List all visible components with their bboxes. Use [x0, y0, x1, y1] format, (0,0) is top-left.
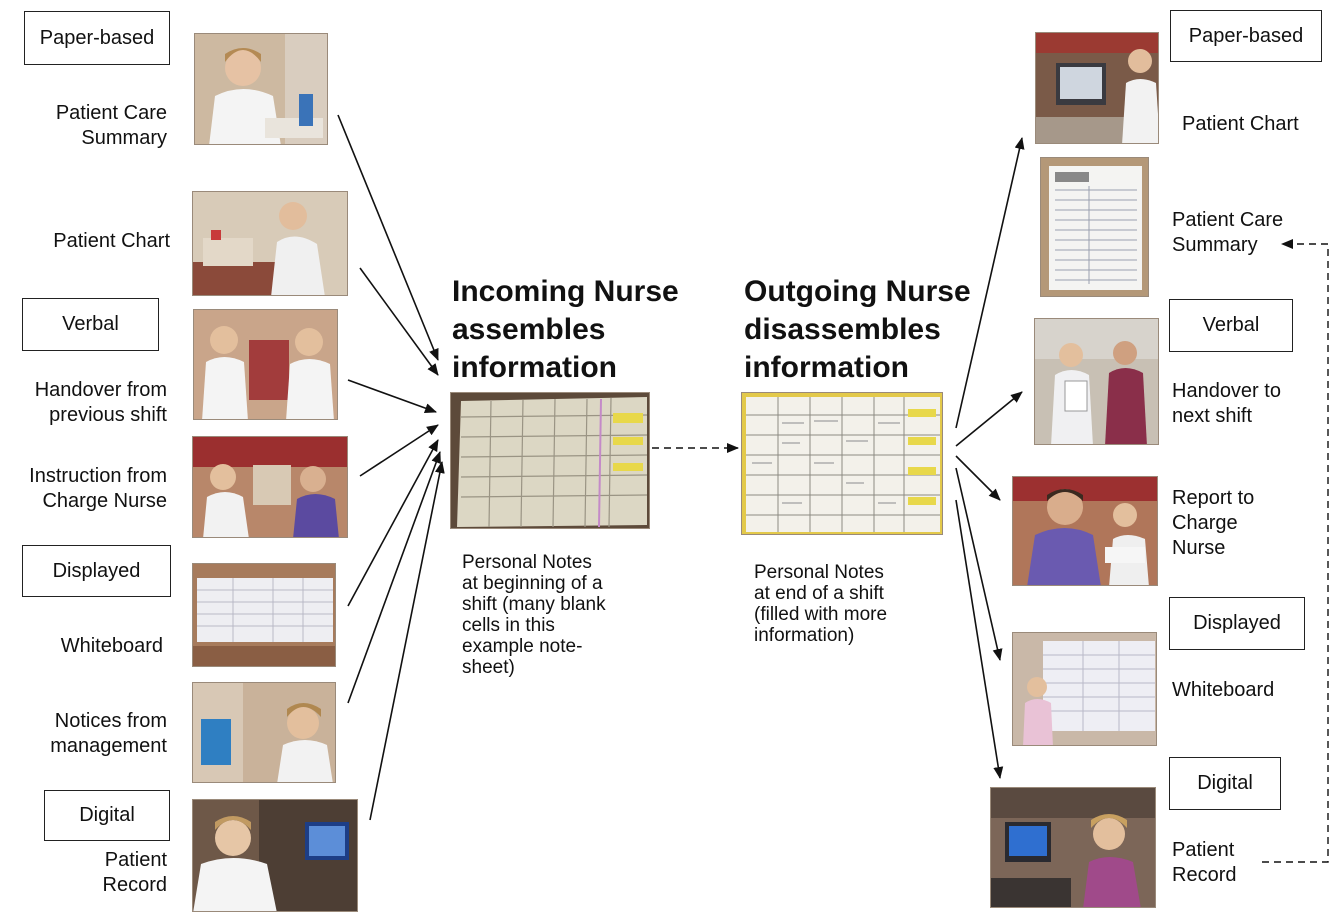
arrow-out-chart — [955, 137, 1025, 429]
photo-whiteboard-right — [1012, 632, 1157, 746]
right-category-digital: Digital — [1169, 757, 1281, 810]
left-category-displayed: Displayed — [22, 545, 171, 597]
photo-nurse-patient-chart — [192, 191, 348, 296]
photo-nurse-writing-summary — [194, 33, 328, 145]
right-category-displayed: Displayed — [1169, 597, 1305, 650]
incoming-note-sheet — [450, 392, 650, 529]
arrow-notices-in — [347, 451, 441, 704]
right-label-chart: Patient Chart — [1182, 113, 1299, 135]
arrow-out-handover — [955, 391, 1023, 447]
photo-care-summary-sheet — [1040, 157, 1149, 297]
arrow-instruction-in — [359, 424, 439, 477]
photo-charge-nurse-instruction — [192, 436, 348, 538]
arrow-care-summary-in — [337, 114, 439, 361]
photo-handover-next-shift — [1034, 318, 1159, 445]
left-category-digital: Digital — [44, 790, 170, 841]
arrow-record-in — [369, 461, 445, 821]
outgoing-note-caption: Personal Notes at end of a shift (filled… — [754, 562, 888, 646]
incoming-nurse-heading: Incoming Nurse assembles information — [452, 275, 679, 384]
arrow-out-record — [955, 499, 1004, 779]
left-category-paper: Paper-based — [24, 11, 170, 65]
arrow-out-whiteboard — [955, 467, 1003, 661]
right-category-verbal: Verbal — [1169, 299, 1293, 352]
arrow-handover-in — [347, 379, 437, 413]
arrow-record-to-summary — [1262, 239, 1329, 863]
photo-nurse-computer-chart — [1035, 32, 1159, 144]
photo-notices-management — [192, 682, 336, 783]
left-label-whiteboard: Whiteboard — [60, 635, 163, 657]
arrow-out-report — [955, 455, 1001, 501]
arrow-whiteboard-in — [347, 439, 439, 607]
right-label-whiteboard: Whiteboard — [1172, 679, 1275, 701]
photo-verbal-handover — [193, 309, 338, 420]
photo-whiteboard-left — [192, 563, 336, 667]
photo-digital-record-left — [192, 799, 358, 912]
photo-digital-record-right — [990, 787, 1156, 908]
left-label-chart: Patient Chart — [53, 230, 170, 252]
outgoing-nurse-heading: Outgoing Nurse disassembles information — [744, 275, 971, 384]
right-category-paper: Paper-based — [1170, 10, 1322, 62]
left-category-verbal: Verbal — [22, 298, 159, 351]
outgoing-note-sheet — [741, 392, 943, 535]
incoming-note-caption: Personal Notes at beginning of a shift (… — [462, 552, 606, 678]
photo-report-charge-nurse — [1012, 476, 1158, 586]
arrow-chart-in — [359, 267, 439, 376]
